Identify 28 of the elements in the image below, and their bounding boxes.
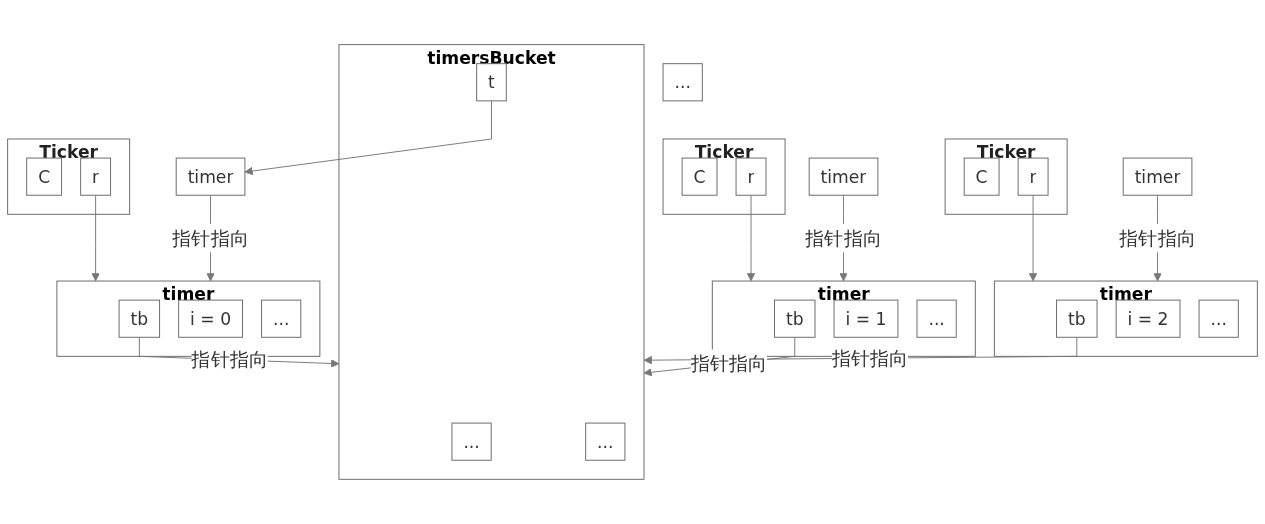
node-box: tb: [1056, 299, 1098, 338]
edge-label: 指针指向: [191, 348, 268, 372]
node-box: timer: [808, 157, 879, 196]
edge-label: 指针指向: [805, 226, 882, 250]
node-box: ...: [451, 422, 492, 461]
node-box: ...: [662, 63, 703, 102]
edge-label: 指针指向: [690, 352, 767, 376]
node-box: C: [963, 157, 1000, 196]
edge-label: 指针指向: [1119, 226, 1196, 250]
node-box: t: [476, 63, 507, 102]
node-box: r: [1017, 157, 1049, 196]
node-box: tb: [774, 299, 816, 338]
node-box: ...: [585, 422, 626, 461]
node-box: tb: [118, 299, 161, 338]
node-box: i = 0: [178, 299, 243, 338]
node-box: r: [735, 157, 767, 196]
node-box: C: [26, 157, 63, 196]
node-box: timer: [175, 157, 246, 196]
node-box: timer: [1122, 157, 1193, 196]
node-box: i = 2: [1115, 299, 1181, 338]
node-box: i = 1: [833, 299, 899, 338]
node-box: C: [681, 157, 718, 196]
node-box: ...: [261, 299, 302, 338]
node-box: ...: [1198, 299, 1239, 338]
node-box: ...: [916, 299, 957, 338]
edge-label: 指针指向: [831, 346, 909, 370]
node-box: r: [80, 157, 112, 196]
edge-label: 指针指向: [172, 226, 249, 250]
